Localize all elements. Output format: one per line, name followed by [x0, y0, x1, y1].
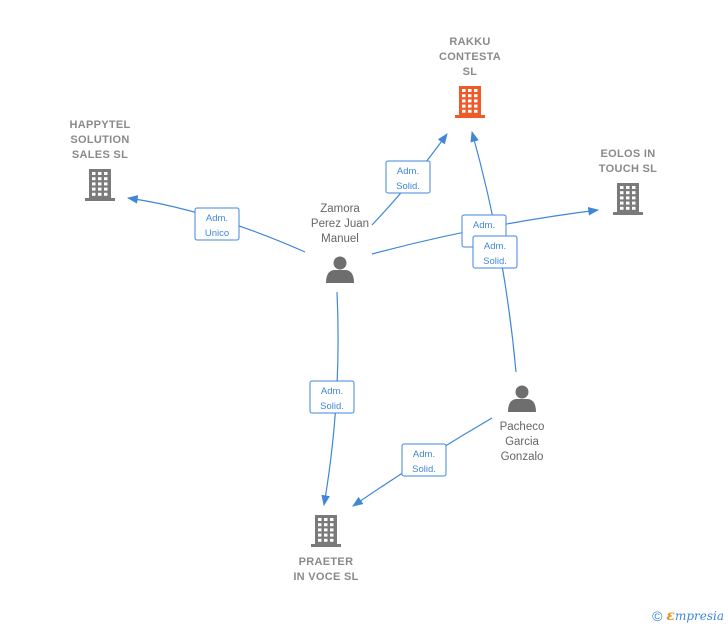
node-label-pacheco: Gonzalo: [501, 451, 544, 463]
role-badge-text: Adm.: [413, 449, 435, 460]
node-label-eolos: TOUCH SL: [599, 163, 657, 175]
node-label-rakku: CONTESTA: [439, 51, 501, 63]
role-badge-text: Adm.: [321, 386, 343, 397]
node-label-praeter: IN VOCE SL: [293, 571, 358, 583]
node-label-rakku: RAKKU: [449, 36, 490, 48]
person-icon: [326, 256, 354, 283]
empresia-logo[interactable]: εmpresia: [666, 608, 724, 624]
node-eolos[interactable]: EOLOS IN TOUCH SL: [599, 148, 657, 215]
node-praeter[interactable]: PRAETER IN VOCE SL: [293, 515, 358, 583]
role-badge-box: [194, 207, 240, 241]
building-icon: [85, 169, 115, 201]
logo-letter: ε: [666, 608, 675, 624]
building-icon: [311, 515, 341, 547]
edges-layer: [126, 130, 600, 507]
node-label-praeter: PRAETER: [299, 556, 354, 568]
node-label-happytel: SOLUTION: [70, 134, 129, 146]
role-badge-text: Unico: [205, 228, 229, 239]
node-rakku[interactable]: RAKKU CONTESTA SL: [439, 36, 501, 118]
node-label-eolos: EOLOS IN: [601, 148, 656, 160]
node-label-pacheco: Garcia: [505, 436, 539, 448]
role-badge-text: Solid.: [320, 401, 344, 412]
role-badge-pacheco-rakku[interactable]: Adm. Solid.: [472, 235, 518, 269]
badges-layer: Adm.UnicoAdm.Solid.Adm.Solid.Adm.Solid.A…: [194, 160, 518, 477]
role-badge-box: [385, 160, 431, 194]
node-label-happytel: SALES SL: [72, 149, 128, 161]
logo-text: mpresia: [674, 609, 724, 623]
role-badge-box: [309, 380, 355, 414]
role-badge-text: Solid.: [412, 464, 436, 475]
node-label-pacheco: Pacheco: [500, 421, 545, 433]
role-badge-box: [472, 235, 518, 269]
node-happytel[interactable]: HAPPYTEL SOLUTION SALES SL: [69, 119, 130, 201]
role-badge-text: Solid.: [396, 181, 420, 192]
node-label-zamora: Zamora: [320, 203, 360, 215]
role-badge-pacheco-praeter[interactable]: Adm. Solid.: [401, 443, 447, 477]
building-icon: [613, 183, 643, 215]
node-label-rakku: SL: [463, 66, 478, 78]
role-badge-text: Adm.: [473, 220, 495, 231]
copyright-symbol: ©: [652, 608, 663, 624]
node-label-zamora: Perez Juan: [311, 218, 369, 230]
role-badge-text: Adm.: [206, 213, 228, 224]
node-label-happytel: HAPPYTEL: [69, 119, 130, 131]
nodes-layer: RAKKU CONTESTA SL HAPPYTEL SOLUTION SALES SL E…: [69, 36, 657, 583]
role-badge-text: Adm.: [397, 166, 419, 177]
role-badge-text: Solid.: [483, 256, 507, 267]
building-icon: [455, 86, 485, 118]
person-icon: [508, 385, 536, 412]
role-badge-zamora-praeter[interactable]: Adm. Solid.: [309, 380, 355, 414]
role-badge-zamora-happytel[interactable]: Adm. Unico: [194, 207, 240, 241]
node-label-zamora: Manuel: [321, 233, 359, 245]
role-badge-text: Adm.: [484, 241, 506, 252]
role-badge-zamora-rakku[interactable]: Adm. Solid.: [385, 160, 431, 194]
footer: © εmpresia: [652, 608, 724, 624]
role-badge-box: [401, 443, 447, 477]
